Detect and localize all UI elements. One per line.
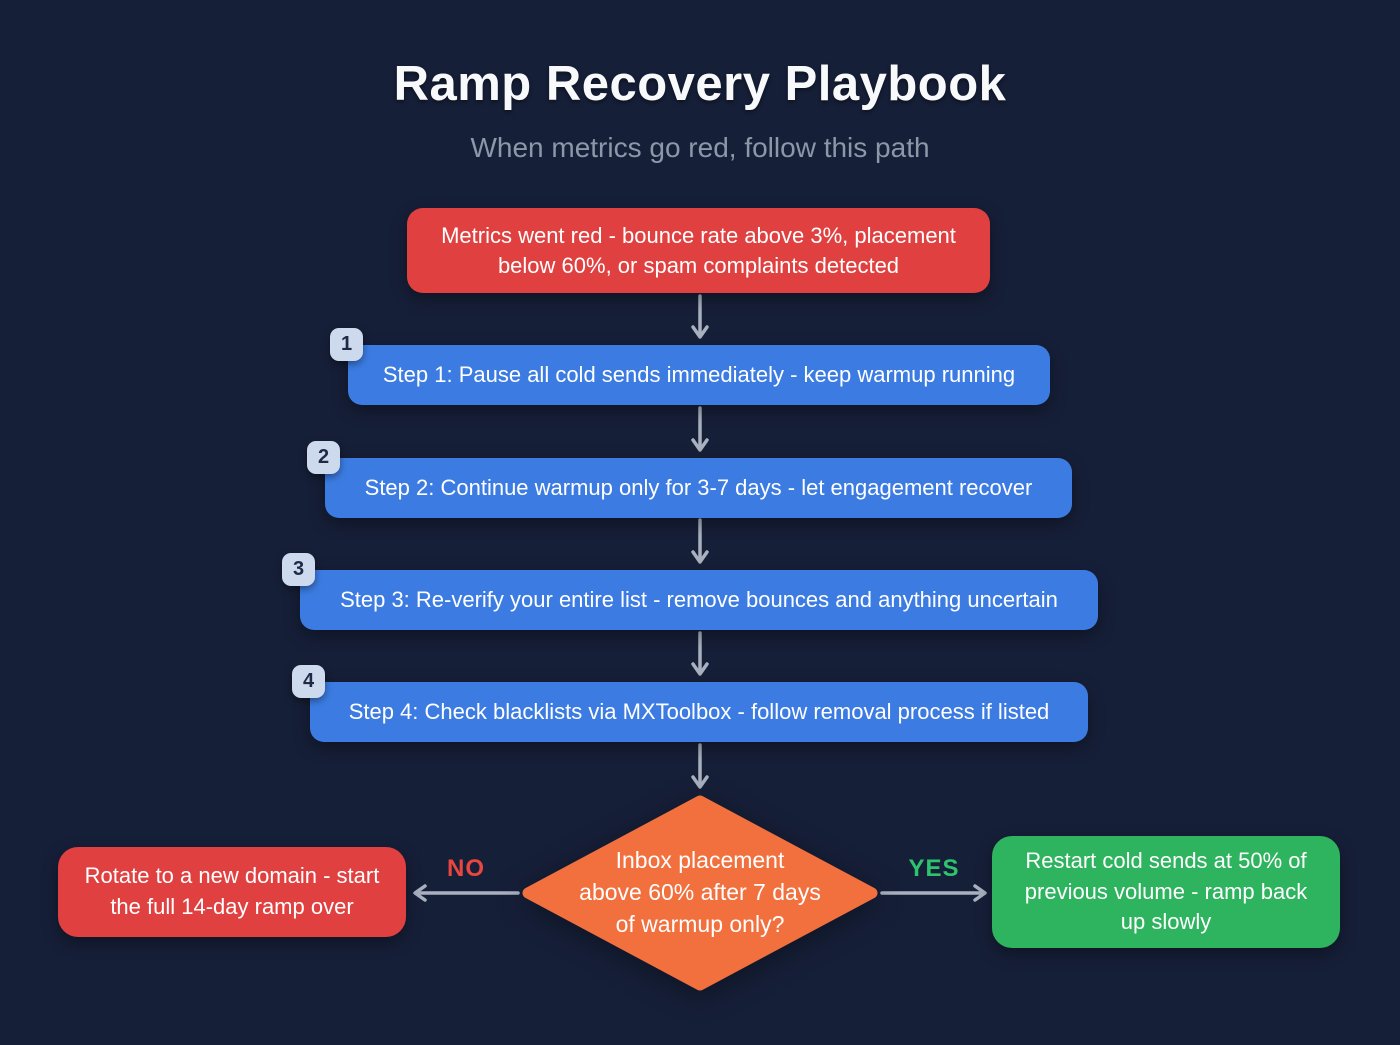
node-step-4-text: Step 4: Check blacklists via MXToolbox -… <box>348 699 1050 724</box>
step-4-badge: 4 <box>292 665 325 698</box>
step-1-badge: 1 <box>330 328 363 361</box>
yes-branch-label: YES <box>908 855 960 882</box>
node-outcome-no: Rotate to a new domain - start the full … <box>58 847 406 937</box>
node-step-4: 4 Step 4: Check blacklists via MXToolbox… <box>292 665 1088 742</box>
page-subtitle: When metrics go red, follow this path <box>470 132 930 163</box>
node-decision-text: Inbox placement above 60% after 7 days o… <box>579 847 821 937</box>
node-decision: Inbox placement above 60% after 7 days o… <box>522 795 878 991</box>
node-step-2-text: Step 2: Continue warmup only for 3-7 day… <box>364 475 1033 500</box>
step-3-badge: 3 <box>282 553 315 586</box>
node-step-3: 3 Step 3: Re-verify your entire list - r… <box>282 553 1098 630</box>
page-title: Ramp Recovery Playbook <box>393 57 1007 111</box>
node-metrics-alert-text: Metrics went red - bounce rate above 3%,… <box>441 222 956 278</box>
node-metrics-alert: Metrics went red - bounce rate above 3%,… <box>407 208 990 293</box>
step-2-badge: 2 <box>307 441 340 474</box>
node-outcome-yes: Restart cold sends at 50% of previous vo… <box>992 836 1340 948</box>
node-step-2: 2 Step 2: Continue warmup only for 3-7 d… <box>307 441 1072 518</box>
no-branch-label: NO <box>447 855 485 882</box>
node-step-3-text: Step 3: Re-verify your entire list - rem… <box>340 587 1058 612</box>
node-step-1: 1 Step 1: Pause all cold sends immediate… <box>330 328 1050 405</box>
node-outcome-yes-text: Restart cold sends at 50% of previous vo… <box>1024 847 1308 935</box>
node-step-1-text: Step 1: Pause all cold sends immediately… <box>382 362 1016 387</box>
decision-diamond-shape <box>522 795 878 991</box>
node-outcome-no-text: Rotate to a new domain - start the full … <box>84 863 380 919</box>
